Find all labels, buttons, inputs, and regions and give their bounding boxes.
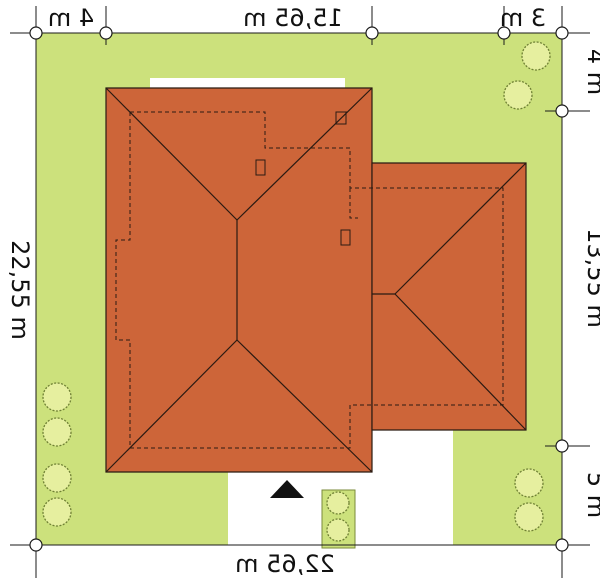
grid-marker: [497, 26, 511, 40]
dim-left-span: 22,55 m: [6, 240, 34, 340]
tree-icon: [521, 41, 551, 71]
grid-marker: [555, 104, 569, 118]
trees: [42, 41, 551, 542]
entrance-arrow-icon: [270, 480, 304, 498]
tree-icon: [514, 502, 544, 532]
tree-icon: [42, 463, 72, 493]
dim-right-top: 4 m: [582, 49, 600, 95]
grid-marker: [555, 439, 569, 453]
dim-right-bottom: 5 m: [582, 472, 600, 518]
main-roof: [105, 87, 373, 473]
garage-roof: [371, 162, 527, 431]
dim-bottom-span: 22,65 m: [235, 550, 335, 578]
tree-icon: [42, 382, 72, 412]
tree-icon: [42, 417, 72, 447]
grid-marker: [365, 26, 379, 40]
dim-right-span: 13,55 m: [582, 228, 600, 328]
grid-marker: [99, 26, 113, 40]
tree-icon: [514, 468, 544, 498]
dim-top-left: 4 m: [48, 4, 94, 32]
dim-top-span: 15,65 m: [243, 4, 343, 32]
tree-icon: [42, 497, 72, 527]
grid-marker: [29, 26, 43, 40]
chimney: [255, 159, 266, 176]
grid-marker: [555, 26, 569, 40]
tree-icon: [326, 518, 350, 542]
tree-icon: [503, 80, 533, 110]
dim-top-right: 3 m: [500, 4, 546, 32]
tree-icon: [326, 491, 350, 515]
grid-marker: [555, 538, 569, 552]
grid-marker: [29, 538, 43, 552]
grid-markers: [29, 26, 569, 552]
chimney: [340, 229, 351, 246]
roof-vent: [335, 111, 347, 125]
